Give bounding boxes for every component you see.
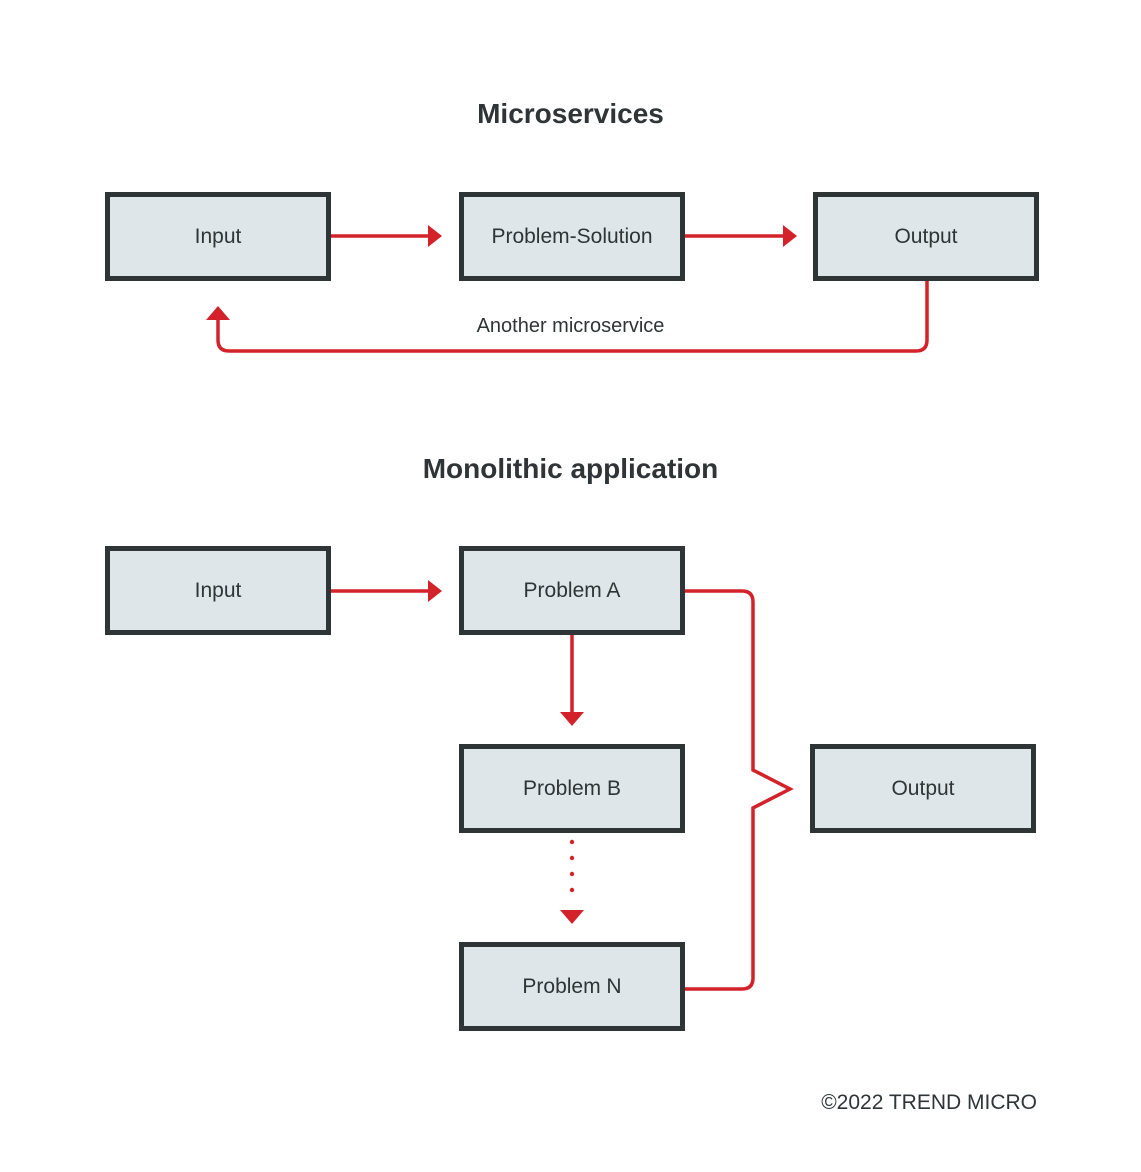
micro-input-label: Input: [194, 224, 242, 248]
arrowhead-input-loop: [206, 306, 230, 320]
problem-a-label: Problem A: [523, 578, 621, 602]
arrowhead-problem-a: [428, 580, 442, 602]
brace-to-output: [685, 589, 794, 991]
copyright-text: ©2022 TREND MICRO: [821, 1091, 1037, 1114]
problem-b-label: Problem B: [522, 776, 622, 800]
mono-input-box: Input: [105, 546, 331, 635]
mono-output-box: Output: [810, 744, 1036, 833]
ellipsis-dot: [569, 839, 575, 845]
problem-n-label: Problem N: [522, 974, 622, 998]
problem-b-box: Problem B: [459, 744, 685, 833]
ellipsis-dot: [569, 887, 575, 893]
problem-a-box: Problem A: [459, 546, 685, 635]
arrowhead-problem-n: [560, 910, 584, 924]
arrowhead-output: [783, 225, 797, 247]
micro-output-box: Output: [813, 192, 1039, 281]
problem-n-box: Problem N: [459, 942, 685, 1031]
ellipsis-dot: [569, 855, 575, 861]
microservices-title: Microservices: [477, 98, 664, 129]
micro-input-box: Input: [105, 192, 331, 281]
mono-input-label: Input: [194, 578, 242, 602]
loop-arrow-output-to-input: [216, 280, 929, 353]
ellipsis-dot: [569, 871, 575, 877]
monolithic-title: Monolithic application: [422, 453, 719, 484]
arrowhead-problem-b: [560, 712, 584, 726]
loop-label: Another microservice: [476, 315, 665, 337]
micro-solution-box: Problem-Solution: [459, 192, 685, 281]
micro-output-label: Output: [894, 224, 958, 248]
micro-solution-label: Problem-Solution: [491, 224, 653, 248]
arrowhead-solution: [428, 225, 442, 247]
mono-output-label: Output: [891, 776, 955, 800]
